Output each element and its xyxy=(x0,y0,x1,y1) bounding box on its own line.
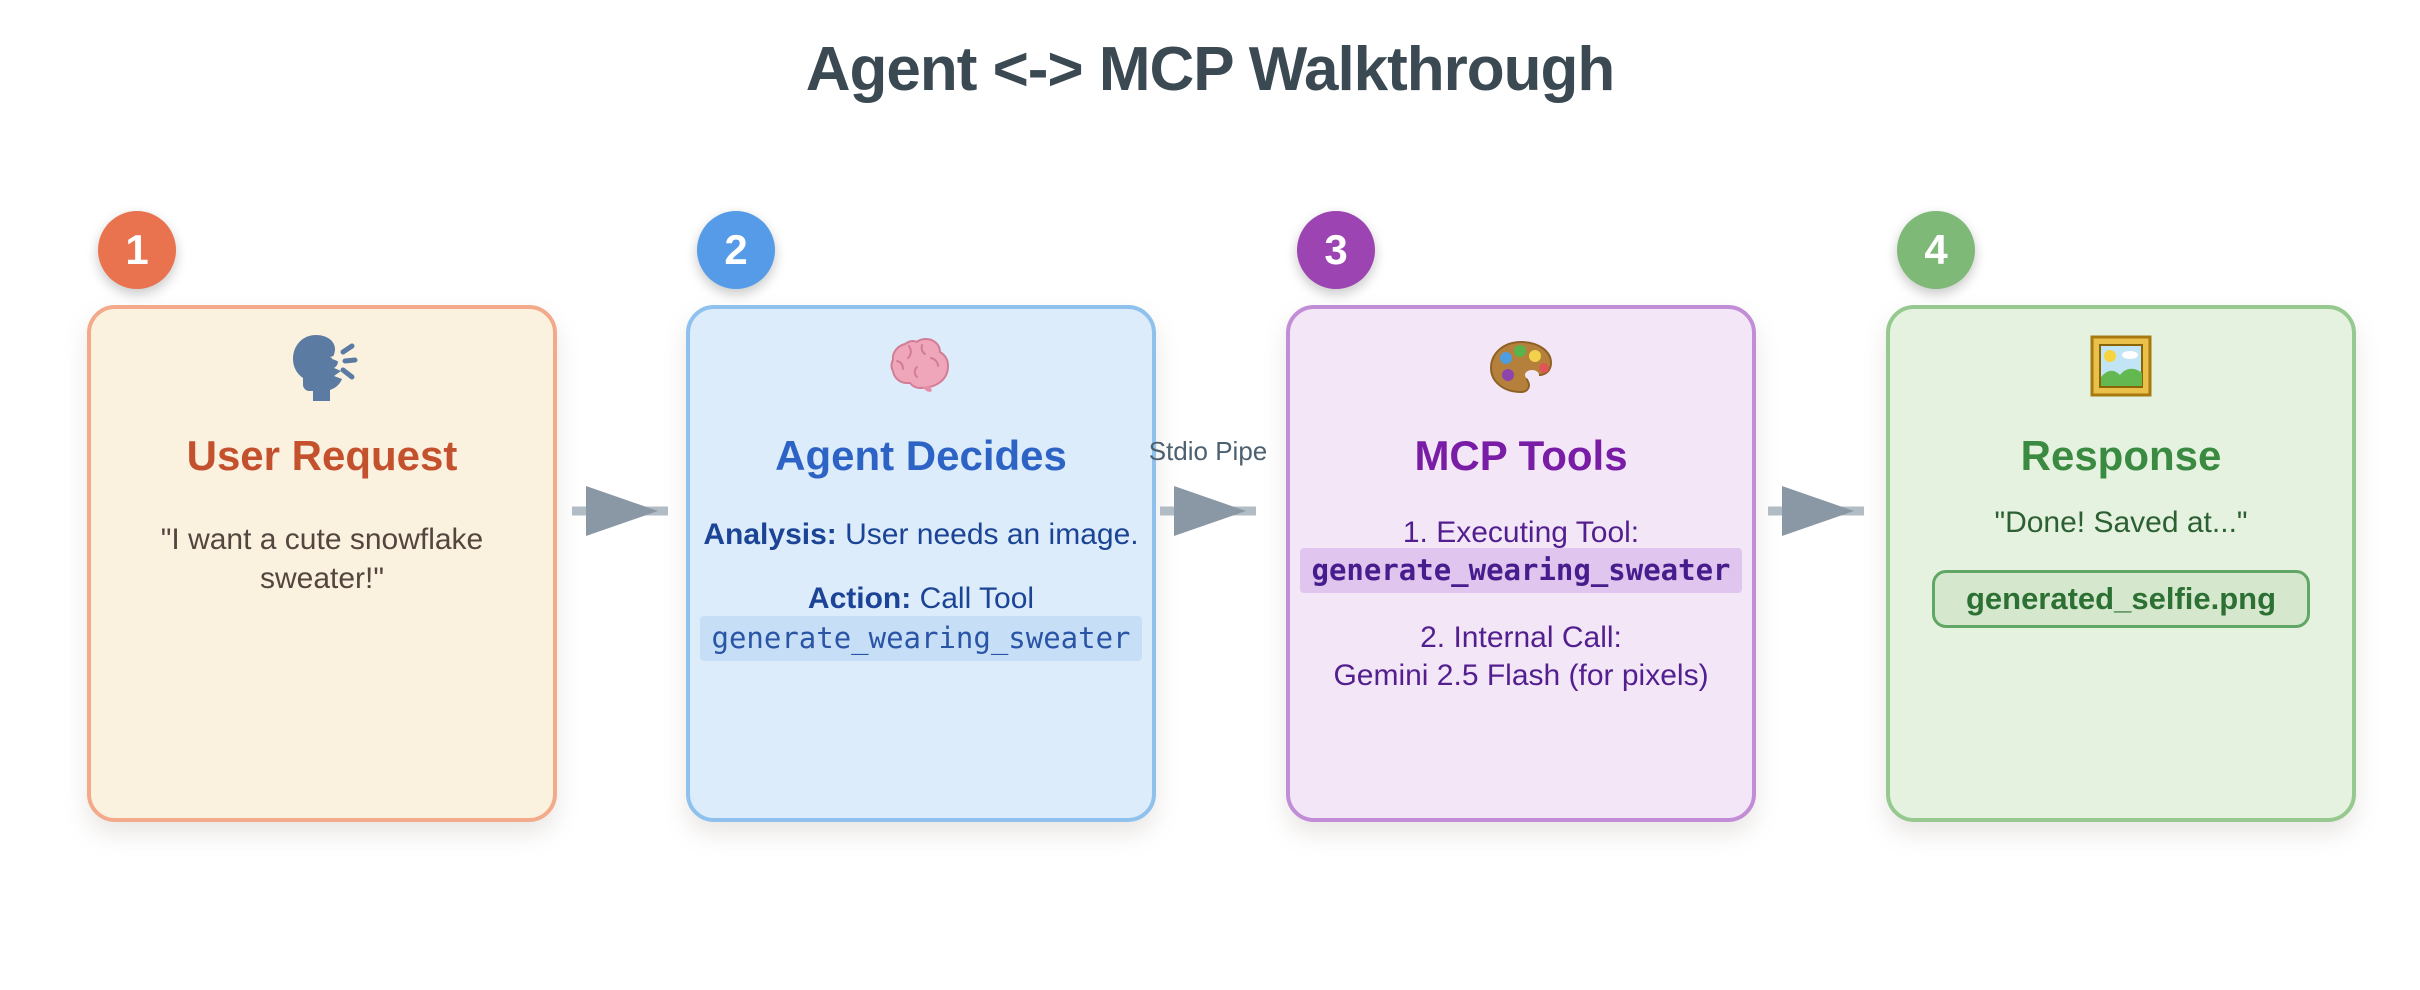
response-quote: "Done! Saved at..." xyxy=(1994,506,2248,539)
step-number: 3 xyxy=(1324,226,1348,273)
step-number: 1 xyxy=(125,226,149,273)
step-badge-3: 3 xyxy=(1297,211,1375,289)
action-label: Action: xyxy=(807,582,912,615)
user-request-quote: "I want a cute snowflake sweater!" xyxy=(160,523,484,595)
palette-icon xyxy=(1290,330,1752,402)
flow-arrow-icon xyxy=(572,485,668,537)
card-title-mcp-tools: MCP Tools xyxy=(1414,432,1628,479)
step-number: 2 xyxy=(724,226,748,273)
generated-file-chip: generated_selfie.png xyxy=(1932,570,2310,628)
step-badge-4: 4 xyxy=(1897,211,1975,289)
card-title-user-request: User Request xyxy=(186,432,458,479)
analysis-line: Analysis: User needs an image. xyxy=(702,516,1140,554)
step-badge-1: 1 xyxy=(98,211,176,289)
framed-picture-icon xyxy=(1890,330,2352,402)
card-agent-decides: Agent Decides Analysis: User needs an im… xyxy=(686,305,1156,822)
step-number: 4 xyxy=(1924,226,1948,273)
executing-tool-line: 1. Executing Tool: xyxy=(1402,516,1640,549)
step-badge-2: 2 xyxy=(697,211,775,289)
page-title: Agent <-> MCP Walkthrough xyxy=(805,35,1616,104)
card-title-agent-decides: Agent Decides xyxy=(775,432,1067,479)
card-mcp-tools: MCP Tools 1. Executing Tool: generate_we… xyxy=(1286,305,1756,822)
internal-model-line: Gemini 2.5 Flash (for pixels) xyxy=(1333,659,1709,692)
flow-arrow-icon xyxy=(1768,485,1864,537)
analysis-text: User needs an image. xyxy=(836,518,1139,551)
stdio-pipe-label: Stdio Pipe xyxy=(1148,436,1268,466)
speaking-head-icon xyxy=(91,330,553,402)
tool-name-code: generate_wearing_sweater xyxy=(1300,548,1742,593)
card-response: Response "Done! Saved at..." generated_s… xyxy=(1886,305,2356,822)
card-user-request: User Request "I want a cute snowflake sw… xyxy=(87,305,557,822)
tool-name-code: generate_wearing_sweater xyxy=(700,616,1142,661)
brain-icon xyxy=(690,330,1152,402)
card-title-response: Response xyxy=(2020,432,2222,479)
action-text: Call Tool xyxy=(911,582,1035,615)
flow-arrow-icon xyxy=(1160,485,1256,537)
internal-call-line: 2. Internal Call: xyxy=(1420,621,1622,654)
analysis-label: Analysis: xyxy=(703,518,837,551)
action-line: Action: Call Tool xyxy=(702,580,1140,618)
